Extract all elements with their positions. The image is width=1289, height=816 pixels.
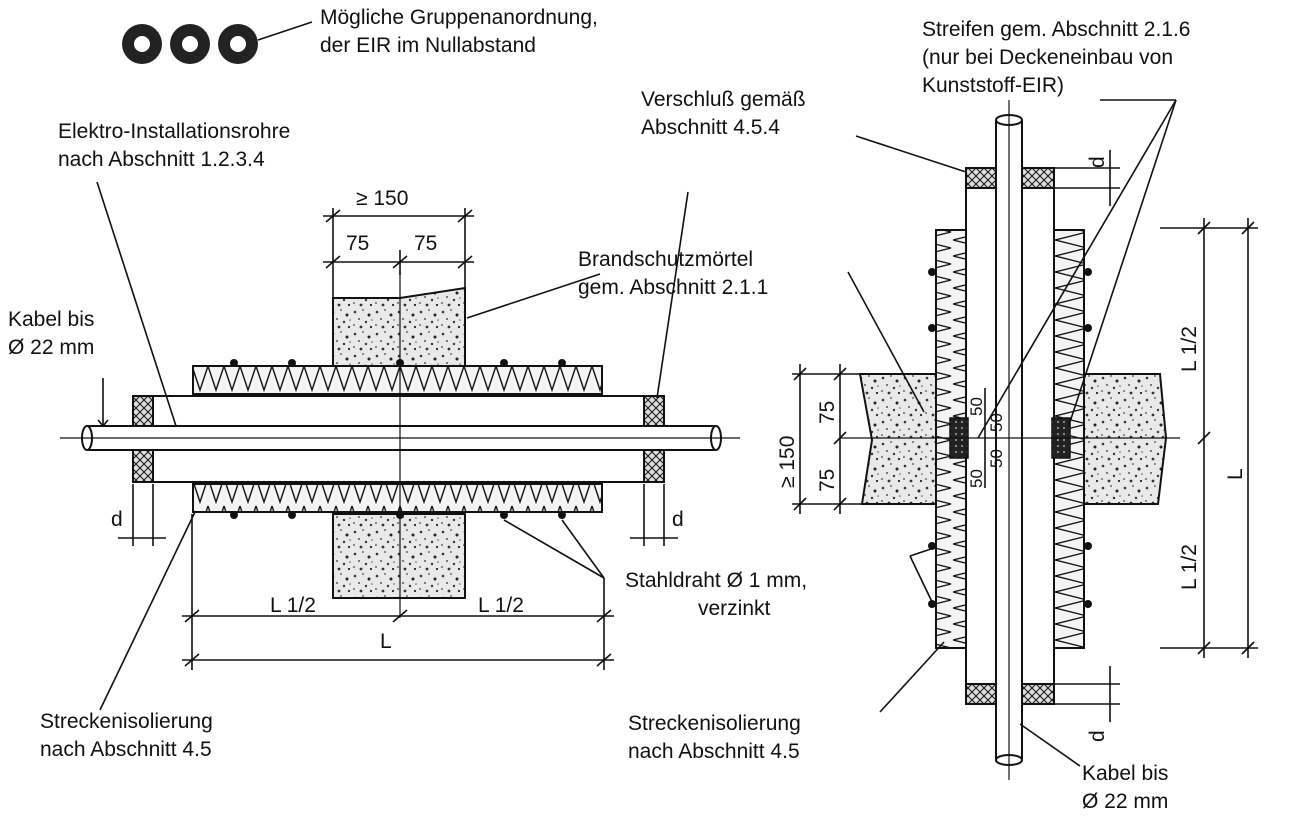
dim-vert-total: L: [1224, 468, 1247, 480]
dim-total-length: L: [380, 630, 392, 653]
group-arrangement-icon: [122, 21, 313, 64]
dim-strip-lower: 50: [967, 469, 986, 488]
closure-label-1: Verschluß gemäß: [641, 88, 806, 111]
mortar-label-2: gem. Abschnitt 2.1.1: [578, 276, 768, 299]
left-leaders: [96, 181, 689, 711]
strip-label-2: (nur bei Deckeneinbau von: [922, 46, 1173, 69]
insulation-left-label-1: Streckenisolierung: [40, 710, 213, 733]
ceiling-right: [1081, 373, 1168, 505]
insulation-left-label-2: nach Abschnitt 4.5: [40, 738, 212, 761]
cable-left-label-2: Ø 22 mm: [8, 336, 94, 359]
dim-d-top: d: [1086, 156, 1109, 168]
insulation-bottom: [192, 483, 603, 513]
dim-wall-total: ≥ 150: [356, 187, 408, 210]
wall-detail: [60, 270, 740, 618]
dim-wall-half-left: 75: [346, 232, 369, 255]
ceiling-dimensions: [792, 150, 1258, 722]
group-arrangement-label-2: der EIR im Nullabstand: [320, 34, 536, 57]
steelwire-label-2: verzinkt: [698, 597, 771, 620]
dim-vert-half-lower: L 1/2: [1178, 544, 1201, 590]
closure-label-2: Abschnitt 4.5.4: [641, 116, 780, 139]
wall-lower: [332, 513, 466, 599]
cable-right-label-1: Kabel bis: [1082, 762, 1168, 785]
steelwire-label-1: Stahldraht Ø 1 mm,: [625, 569, 807, 592]
dim-d-right: d: [672, 508, 684, 531]
insulation-right-label-2: nach Abschnitt 4.5: [628, 740, 800, 763]
dim-half-right: L 1/2: [478, 594, 524, 617]
insulation-right-label-1: Streckenisolierung: [628, 712, 801, 735]
eir-label-2: nach Abschnitt 1.2.3.4: [58, 148, 265, 171]
eir-label-1: Elektro-Installationsrohre: [58, 120, 290, 143]
strip-label-1: Streifen gem. Abschnitt 2.1.6: [922, 18, 1191, 41]
dim-half-left: L 1/2: [270, 594, 316, 617]
mortar-label-1: Brandschutzmörtel: [578, 248, 753, 271]
dim-strip-mid-lower: 50: [987, 449, 1006, 468]
dim-d-left: d: [111, 508, 123, 531]
wall-dimensions: [97, 208, 678, 670]
insulation-top: [192, 365, 603, 395]
right-leaders: [847, 99, 1177, 767]
dim-strip-upper: 50: [967, 397, 986, 416]
dim-strip-mid-upper: 50: [987, 413, 1006, 432]
wall-upper: [332, 286, 466, 367]
dim-wall-half-right: 75: [414, 232, 437, 255]
dim-ceiling-total: ≥ 150: [776, 436, 799, 488]
dim-d-bottom: d: [1086, 730, 1109, 742]
cable-right-label-2: Ø 22 mm: [1082, 790, 1168, 813]
ceiling-left: [858, 373, 937, 505]
dim-vert-half-upper: L 1/2: [1178, 326, 1201, 372]
cable-left-label-1: Kabel bis: [8, 308, 94, 331]
strip-label-3: Kunststoff-EIR): [922, 74, 1064, 97]
group-arrangement-label-1: Mögliche Gruppenanordnung,: [320, 6, 598, 29]
dim-ceiling-upper: 75: [816, 401, 839, 424]
ceiling-detail: [840, 100, 1180, 780]
dim-ceiling-lower: 75: [816, 469, 839, 492]
